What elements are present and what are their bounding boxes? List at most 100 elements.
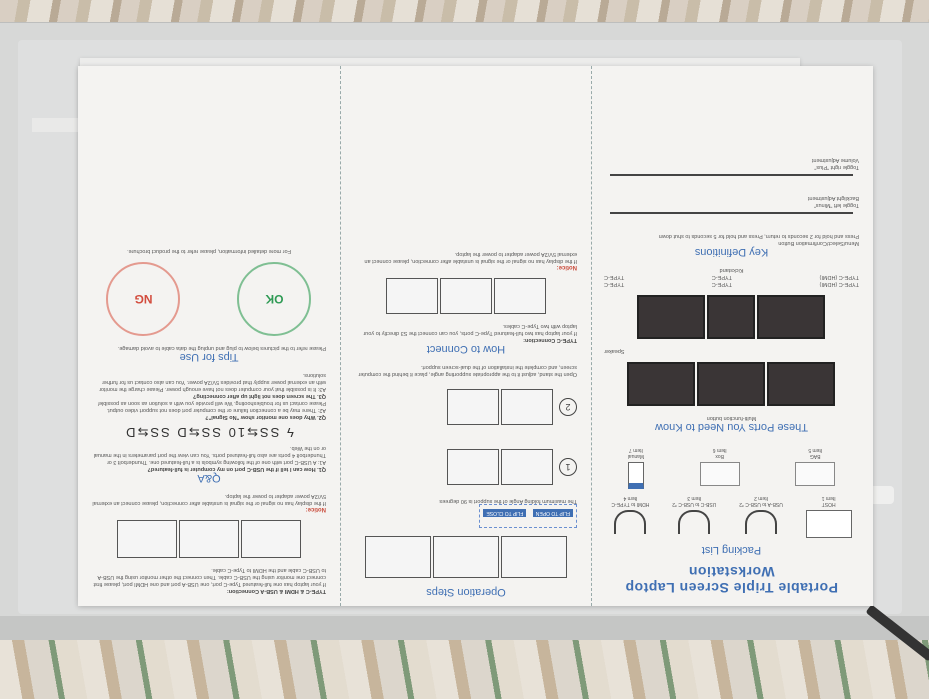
speaker-label: Speaker [604, 348, 625, 354]
item-sub: Item 5 [808, 447, 823, 453]
unfolded-screens-diagram [341, 536, 591, 578]
screen-left [501, 536, 567, 578]
item-sub: Item 4 [623, 495, 638, 501]
flip-close-label: FLIP TO CLOSE [483, 509, 527, 517]
hdmi-connection-text: If your laptop has one full-featured Typ… [93, 567, 326, 587]
usb-symbols-icon: ϟ SS⇆10 SS⇆D SS⇆D [124, 425, 294, 440]
item-box: Box Item 6 [699, 447, 740, 486]
footer-text: For more detailed information, please re… [127, 248, 291, 254]
item-sub: Item 1 [821, 495, 836, 501]
item-label: HDMI to TYPE-C [611, 501, 650, 507]
typec-connection-text: If your laptop has two full-featured Typ… [363, 323, 577, 336]
screen-right [365, 536, 431, 578]
notice-text: If the display has no signal or the sign… [364, 251, 578, 264]
item-label: BAG [809, 453, 821, 459]
item-label: USB-A to USB-C *2 [739, 501, 783, 507]
flip-labels: FLIP TO OPEN FLIP TO CLOSE [341, 504, 591, 528]
screen-left [767, 362, 836, 406]
item-manual: Manual Item 7 [628, 447, 644, 489]
key-desc-1: Menu/Select/Confirmation Button [778, 240, 859, 246]
packing-items-row-2: BAG Item 5 Box Item 6 Manual Item 7 [590, 447, 873, 489]
tips-title: Tips for Use [179, 351, 239, 363]
step2-text: Open the stand, adjust it to the appropr… [358, 364, 577, 377]
screen [447, 449, 499, 485]
port-block-left [757, 295, 826, 339]
answer-2: A2: There may be a connection failure or… [97, 400, 326, 413]
step-2: 2 [341, 377, 591, 437]
key-desc-2: Press and hold for 2 seconds to return, … [658, 233, 859, 239]
port-block-center [707, 295, 756, 339]
item-usba-cable: USB-A to USB-C *2 Item 2 [739, 495, 783, 534]
manual-main-title: Portable Triple Screen Laptop Workstatio… [625, 564, 838, 596]
item-usbc-cable: USB-C to USB-C *2 Item 3 [672, 495, 716, 534]
ok-ng-diagram: OK NG [78, 262, 340, 336]
panel-packing-ports: Portable Triple Screen Laptop Workstatio… [590, 66, 873, 606]
port-label: TYPE-C (HDMI) [819, 281, 859, 287]
ok-label: OK [265, 292, 284, 306]
screen [501, 389, 553, 425]
toggle-right: Toggle right "Plus" [814, 164, 859, 170]
packing-items-row: HOST Item 1 USB-A to USB-C *2 Item 2 USB… [590, 495, 873, 538]
screen [179, 520, 239, 558]
packing-list-title: Packing List [701, 544, 762, 556]
notice-title: Notice: [556, 264, 577, 270]
item-label: Box [715, 453, 725, 459]
paper-tab-right [868, 486, 894, 504]
flip-open-label: FLIP TO OPEN [532, 509, 573, 517]
ng-circle-icon: NG [106, 262, 181, 336]
question-1: Q1. How can I tell if the USB-C port on … [147, 466, 326, 472]
toggle-left-desc: Backlight Adjustment [807, 195, 859, 201]
step-1: 1 [341, 437, 591, 497]
item-sub: Item 3 [687, 495, 702, 501]
paper-tab-left [32, 118, 88, 132]
ports-title: These Ports You Need to Know [655, 421, 808, 433]
step1-diagram [447, 449, 553, 485]
screen [117, 520, 177, 558]
item-bag: BAG Item 5 [795, 447, 836, 486]
key-line-1 [610, 212, 853, 214]
host-image [805, 510, 852, 538]
port-label: TYPE-C [604, 274, 625, 280]
item-host: HOST Item 1 [805, 495, 852, 538]
hdmi-connection-title: TYPE-C & HDMI & USB-A Connection: [226, 588, 326, 594]
multi-button-label: Multi-function button [706, 415, 757, 421]
cable-icon [614, 510, 647, 534]
port-labels-2: TYPE-C (HDMI) TYPE-C TYPE-C [590, 273, 873, 280]
cable-icon [745, 510, 777, 534]
question-2: Q2. Why does one monitor show "No Signal… [205, 414, 326, 420]
screen-right [627, 362, 696, 406]
screen-center [697, 362, 766, 406]
flip-label-box: FLIP TO OPEN FLIP TO CLOSE [479, 504, 577, 528]
port-label: TYPE-C [604, 281, 625, 287]
answer-3: A3: It is possible that your computer do… [99, 372, 326, 392]
connect-diagram [341, 278, 591, 314]
key-line-2 [610, 174, 853, 176]
screen [386, 278, 438, 314]
tips-text: Please refer to the pictures below to pl… [117, 345, 326, 351]
screen [447, 389, 499, 425]
panel-operation-steps: Operation Steps FLIP TO OPEN FLIP TO CLO… [340, 66, 592, 606]
port-label: TYPE-C [711, 274, 732, 280]
question-3: Q3. The screen does not light up after c… [193, 393, 326, 399]
item-sub: Item 6 [712, 447, 727, 453]
toggle-left: Toggle left "Minus" [813, 202, 859, 208]
answer-1: A1: A USB-C port with one of the followi… [93, 445, 326, 465]
item-label: HOST [821, 501, 836, 507]
how-to-connect-title: How to Connect [426, 343, 506, 355]
step-number: 2 [559, 398, 577, 416]
screen [494, 278, 546, 314]
screen-center [433, 536, 499, 578]
port-block-right [637, 295, 706, 339]
monitor-back-diagram [590, 362, 873, 406]
port-labels: TYPE-C (HDMI) TYPE-C TYPE-C [590, 280, 873, 287]
panel-qa-tips: TYPE-C & HDMI & USB-A Connection: If you… [78, 66, 340, 606]
item-label: Manual [627, 453, 645, 459]
ng-label: NG [134, 292, 153, 306]
port-label: TYPE-C (HDMI) [819, 274, 859, 280]
step2-diagram [447, 389, 553, 425]
fold-angle-text: The maximum folding Angle of the support… [439, 498, 577, 504]
screen [440, 278, 492, 314]
key-definitions-title: Key Definitions [694, 246, 769, 258]
ok-circle-icon: OK [237, 262, 312, 336]
item-sub: Item 2 [754, 495, 768, 501]
